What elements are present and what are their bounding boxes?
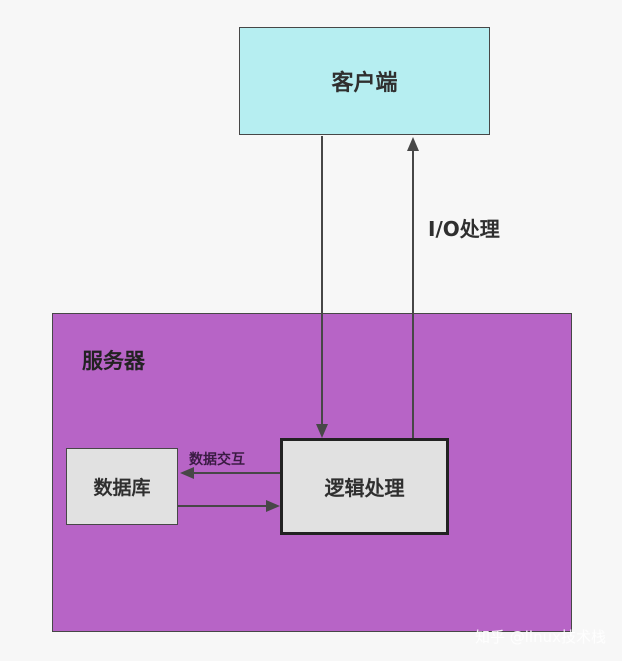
data-exchange-label: 数据交互 [189,452,245,468]
client-label: 客户端 [331,71,398,96]
logic-label: 逻辑处理 [324,476,405,500]
watermark: 知乎 @linux技术栈 [475,628,606,646]
logic-node: 逻辑处理 [280,438,449,535]
database-label: 数据库 [93,477,151,499]
logic-to-client-arrowhead [407,137,419,151]
server-label: 服务器 [82,349,145,373]
database-node: 数据库 [66,448,178,525]
client-node: 客户端 [239,27,490,135]
logic-to-database-arrowhead [180,467,194,479]
io-processing-label: I/O处理 [428,217,500,241]
client-to-logic-arrowhead [316,424,328,438]
database-to-logic-arrowhead [266,500,280,512]
